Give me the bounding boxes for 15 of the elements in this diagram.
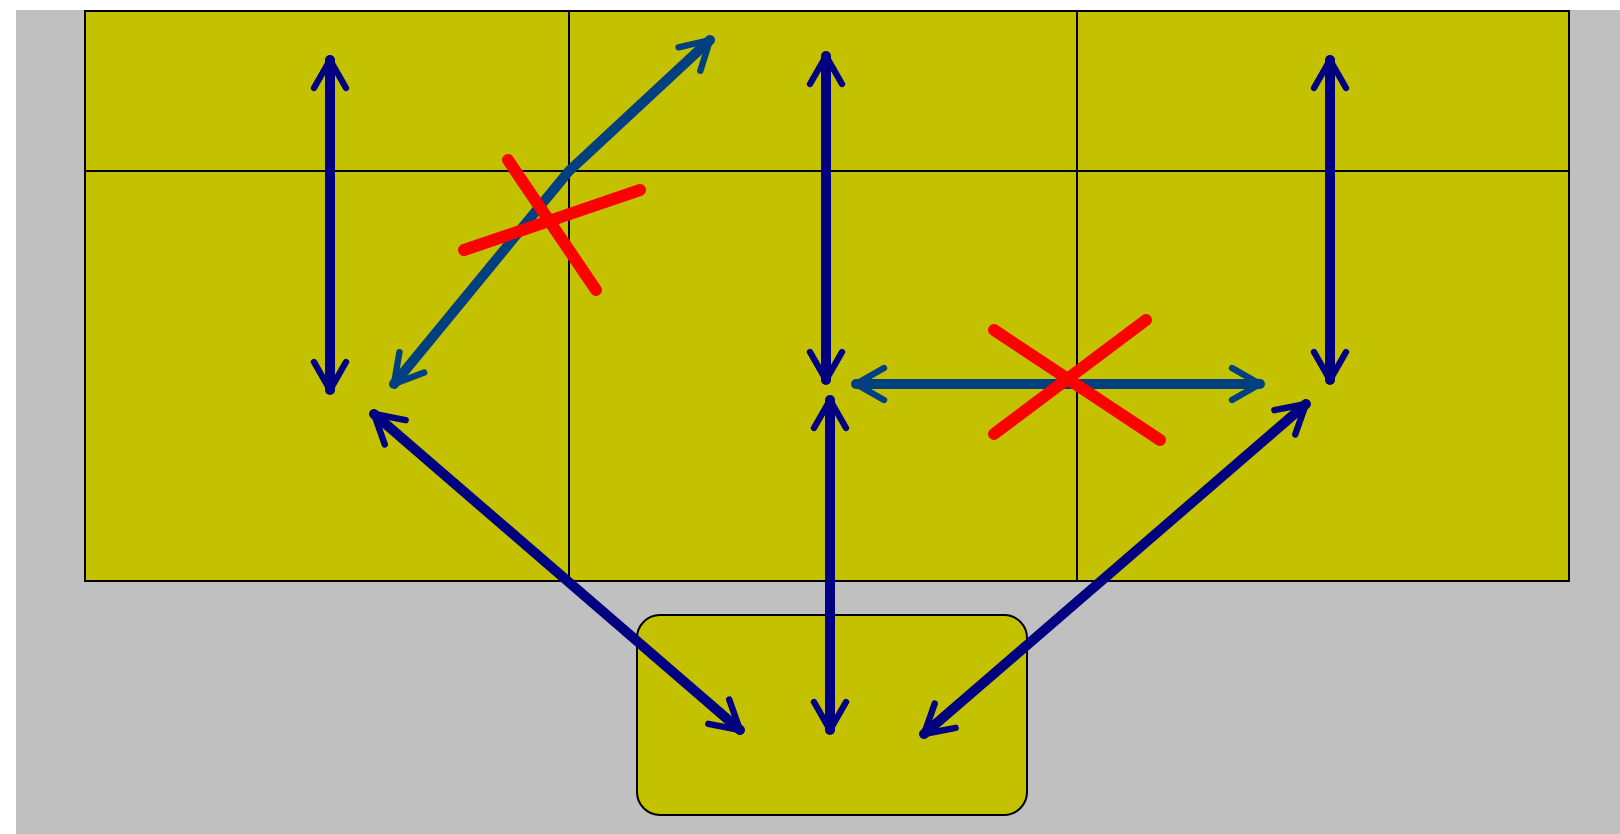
double-arrow [810, 395, 850, 735]
double-arrow [1310, 55, 1350, 385]
double-arrow [851, 364, 1265, 404]
grid-cell [568, 10, 1078, 172]
grid-cell [1076, 10, 1570, 172]
double-arrow [369, 409, 745, 735]
rounded-box [636, 614, 1028, 816]
double-arrow [919, 399, 1311, 739]
grid-cell [1076, 170, 1570, 582]
grid-cell [84, 10, 570, 172]
double-arrow [310, 55, 350, 395]
double-arrow [806, 51, 846, 385]
grid-cell [84, 170, 570, 582]
double-arrow [389, 35, 715, 389]
grid-cell [568, 170, 1078, 582]
